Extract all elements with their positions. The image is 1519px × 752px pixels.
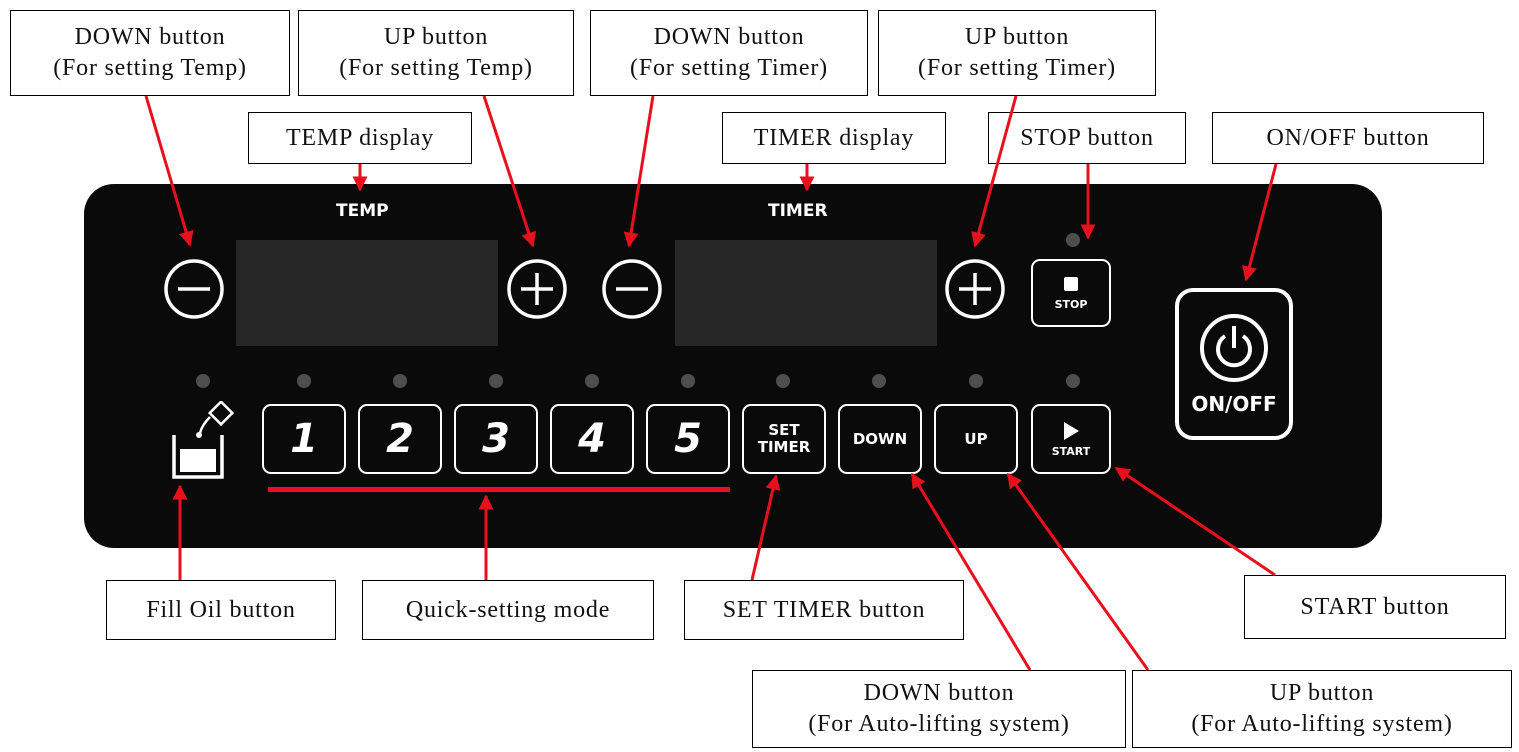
stop-button[interactable]: STOP (1031, 259, 1111, 327)
callout-onoff-button: ON/OFF button (1212, 112, 1484, 164)
indicator-led-preset-1 (297, 374, 311, 388)
callout-set-timer-button: SET TIMER button (684, 580, 964, 640)
arrow-up-temp (482, 95, 536, 248)
arrow-up-lift (1006, 472, 1150, 671)
arrow-down-lift (910, 472, 1032, 671)
callout-timer-display: TIMER display (722, 112, 946, 164)
stop-square-icon (1064, 276, 1078, 291)
timer-label: TIMER (768, 201, 828, 221)
callout-fill-oil: Fill Oil button (106, 580, 336, 640)
preset-1-button[interactable]: 1 (262, 404, 346, 474)
arrow-down-timer (623, 95, 655, 248)
temp-down-button[interactable] (163, 258, 225, 320)
callout-stop-button: STOP button (988, 112, 1186, 164)
arrow-onoff (1242, 163, 1278, 282)
arrow-down-temp (144, 95, 194, 247)
indicator-led-fill-oil (196, 374, 210, 388)
quick-setting-underline (268, 487, 730, 492)
arrow-set-timer (750, 474, 781, 581)
set-timer-button[interactable]: SET TIMER (742, 404, 826, 474)
preset-3-button[interactable]: 3 (454, 404, 538, 474)
start-button[interactable]: START (1031, 404, 1111, 474)
timer-display (675, 240, 937, 346)
indicator-led-stop (1066, 233, 1080, 247)
indicator-led-down (872, 374, 886, 388)
oil-pour-icon (172, 401, 234, 479)
plus-icon (959, 273, 991, 305)
timer-down-button[interactable] (601, 258, 663, 320)
preset-5-button[interactable]: 5 (646, 404, 730, 474)
indicator-led-preset-3 (489, 374, 503, 388)
callout-down-timer: DOWN button (For setting Timer) (590, 10, 868, 96)
callout-up-temp: UP button (For setting Temp) (298, 10, 574, 96)
preset-2-button[interactable]: 2 (358, 404, 442, 474)
indicator-led-preset-4 (585, 374, 599, 388)
lift-up-button[interactable]: UP (934, 404, 1018, 474)
fill-oil-button[interactable] (164, 401, 234, 481)
indicator-led-preset-5 (681, 374, 695, 388)
temp-display (236, 240, 498, 346)
callout-temp-display: TEMP display (248, 112, 472, 164)
arrow-up-timer (971, 95, 1018, 248)
callout-down-lift: DOWN button (For Auto-lifting system) (752, 670, 1126, 748)
callout-up-timer: UP button (For setting Timer) (878, 10, 1156, 96)
indicator-led-set-timer (776, 374, 790, 388)
callout-down-temp: DOWN button (For setting Temp) (10, 10, 290, 96)
indicator-led-start (1066, 374, 1080, 388)
lift-down-button[interactable]: DOWN (838, 404, 922, 474)
power-icon (1200, 314, 1268, 382)
callout-start-button: START button (1244, 575, 1506, 639)
temp-up-button[interactable] (506, 258, 568, 320)
callout-quick-setting: Quick-setting mode (362, 580, 654, 640)
indicator-led-preset-2 (393, 374, 407, 388)
timer-up-button[interactable] (944, 258, 1006, 320)
power-button[interactable]: ON/OFF (1175, 288, 1293, 440)
plus-icon (521, 273, 553, 305)
indicator-led-up (969, 374, 983, 388)
temp-label: TEMP (336, 201, 389, 221)
arrow-start (1114, 466, 1276, 577)
play-icon (1064, 421, 1079, 440)
preset-4-button[interactable]: 4 (550, 404, 634, 474)
callout-up-lift: UP button (For Auto-lifting system) (1132, 670, 1512, 748)
